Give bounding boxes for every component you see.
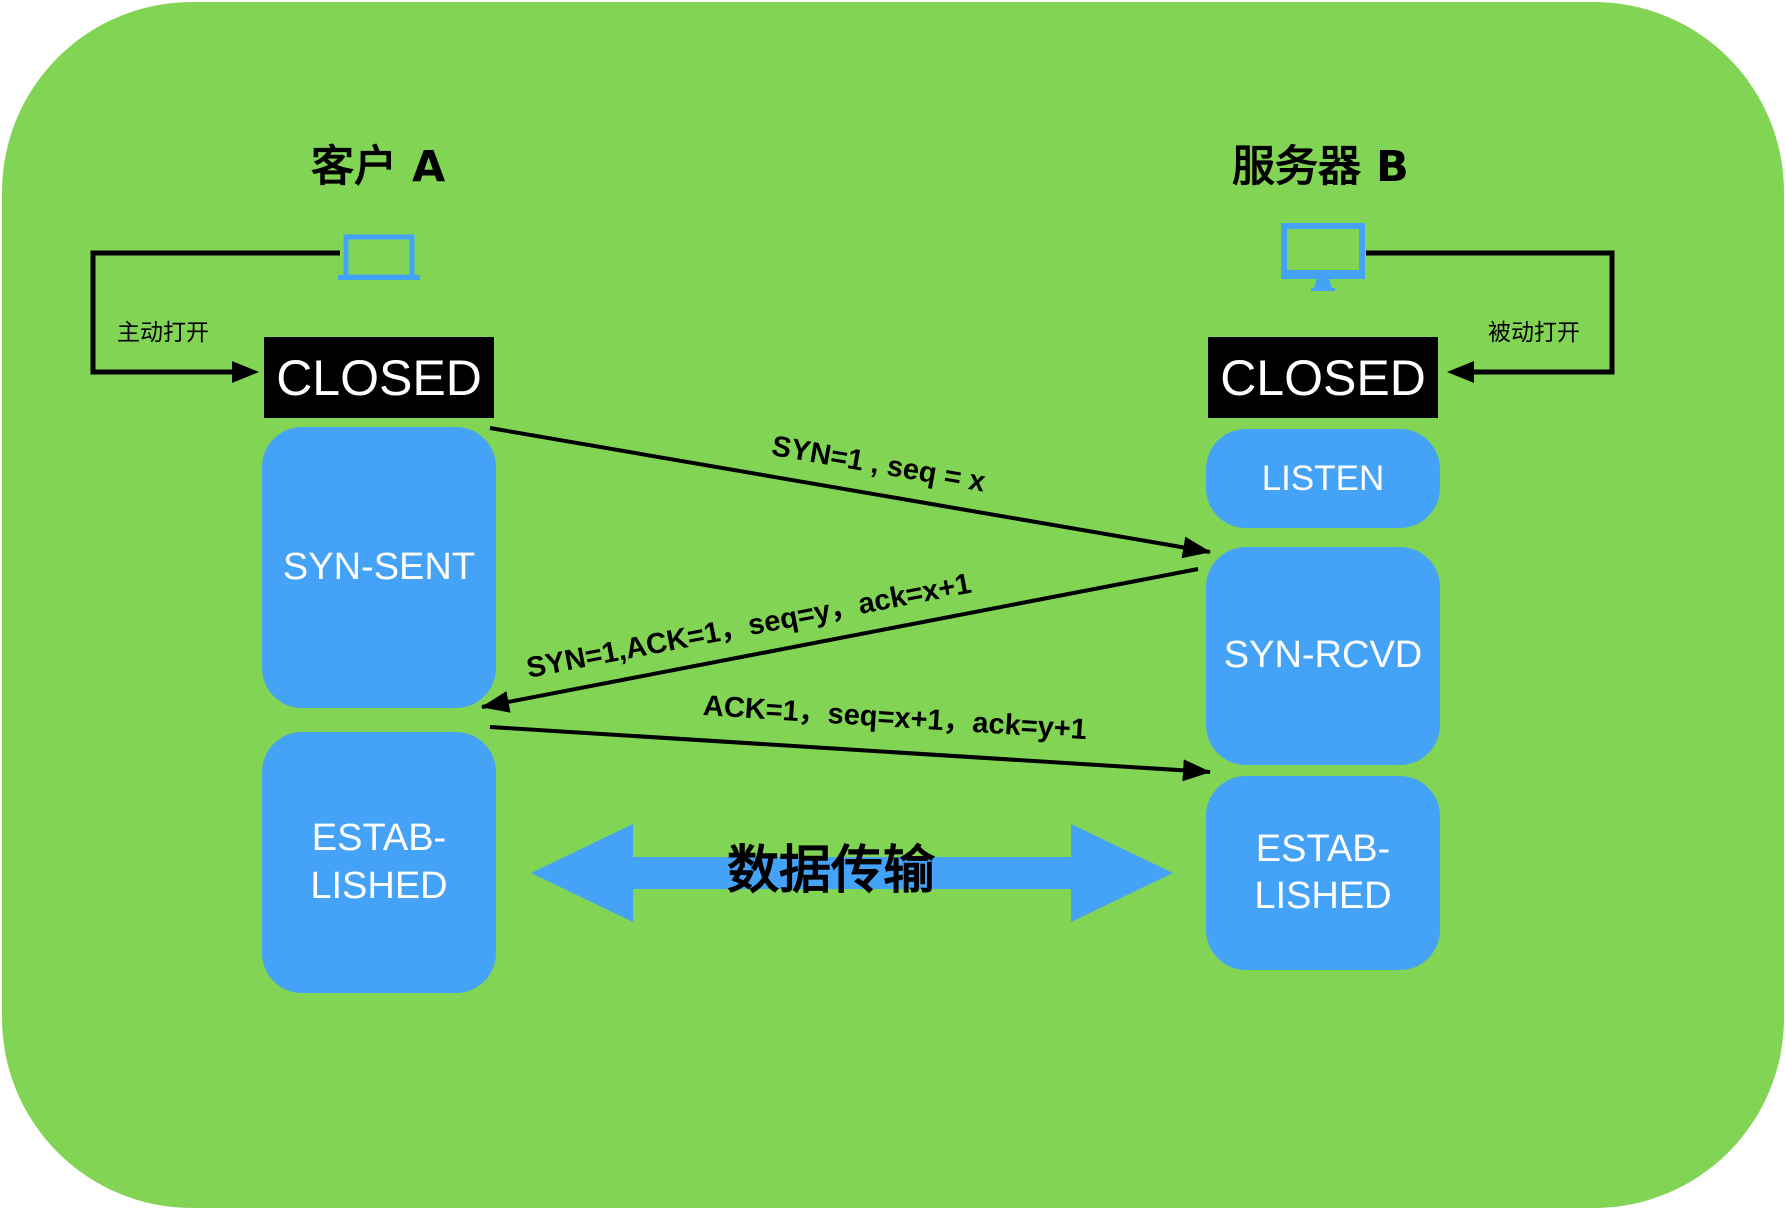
client-title: 客户 A — [311, 142, 446, 192]
data-transfer-label: 数据传输 — [727, 841, 936, 901]
monitor-icon — [1281, 223, 1365, 291]
ack-arrow — [489, 725, 1211, 782]
passive-open-arrowhead — [1447, 361, 1474, 383]
syn-ack-arrow — [481, 567, 1199, 713]
syn-arrow — [489, 426, 1211, 559]
client-state-closed: CLOSED — [264, 337, 494, 418]
server-state-listen: LISTEN — [1206, 429, 1440, 528]
server-state-closed: CLOSED — [1208, 337, 1438, 418]
laptop-icon — [338, 234, 420, 280]
client-state-established: ESTAB- LISHED — [262, 732, 496, 993]
active-open-label: 主动打开 — [117, 320, 209, 346]
server-state-syn-rcvd: SYN-RCVD — [1206, 547, 1440, 765]
active-open-connector — [90, 250, 340, 375]
passive-open-label: 被动打开 — [1488, 320, 1580, 346]
passive-open-connector — [1366, 250, 1615, 375]
active-open-arrowhead — [232, 361, 259, 383]
data-transfer-arrow — [531, 824, 1173, 922]
server-state-established: ESTAB- LISHED — [1206, 776, 1440, 970]
client-state-syn-sent: SYN-SENT — [262, 427, 496, 708]
server-title: 服务器 B — [1232, 142, 1409, 192]
